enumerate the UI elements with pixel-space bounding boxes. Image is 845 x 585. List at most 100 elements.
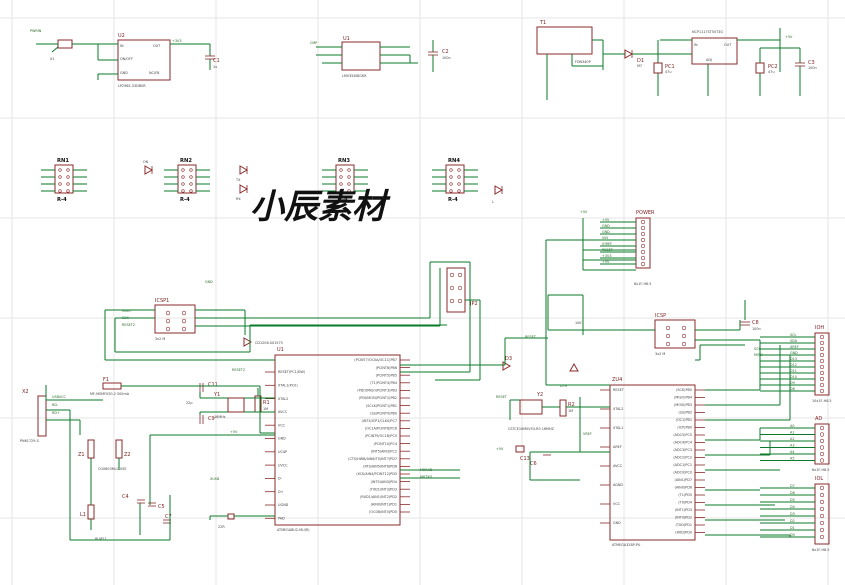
pin-net: D4 bbox=[790, 505, 795, 509]
ioh-header: IOH 10x1F-H8.5 bbox=[812, 325, 832, 403]
pin-label: (AIN0)PD6 bbox=[675, 486, 692, 490]
part-value: 8x1F-H8.5 bbox=[634, 282, 651, 286]
pin-net: +5V bbox=[602, 218, 610, 222]
led-label: ON bbox=[143, 160, 149, 164]
part-value: M7 bbox=[637, 64, 642, 68]
part-value: 47u bbox=[768, 70, 774, 74]
net-label: MISO bbox=[122, 309, 131, 313]
pin-net: A5 bbox=[790, 457, 794, 461]
watermark: 小辰素材 bbox=[250, 187, 391, 227]
pin-net: GND bbox=[790, 351, 798, 355]
pin-label: (AIN0/INT1)PD1 bbox=[371, 503, 397, 507]
part-value: 10K bbox=[575, 321, 582, 325]
net-label: RESET bbox=[525, 335, 537, 339]
part-ref: C4 bbox=[122, 494, 129, 500]
net-label: XUSB bbox=[210, 477, 220, 481]
pin-label: UGND bbox=[278, 503, 289, 507]
part-ref: IOH bbox=[815, 325, 824, 331]
part-value: CG0603MLC-05E bbox=[98, 467, 127, 471]
pin-net: D0 bbox=[790, 533, 795, 537]
part-ref: D3 bbox=[505, 356, 512, 362]
pin-label: (PCINT5)PB5 bbox=[376, 373, 397, 377]
net-label: +5V bbox=[496, 447, 504, 451]
pin-label: (ADC0)PC0 bbox=[673, 471, 692, 475]
part-value: LMV358IDGKR bbox=[342, 74, 367, 78]
regulator-u2: U2 IN ON/OFF GND OUT NC/FB LP2985-33DBVR… bbox=[97, 33, 220, 88]
pin-net: D3 bbox=[790, 512, 795, 516]
part-ref: POWER bbox=[636, 210, 655, 216]
part-value: NCP1117ST50T3G bbox=[692, 30, 723, 34]
pin-net: A1 bbox=[790, 431, 794, 435]
part-value: 3x2 M bbox=[655, 352, 665, 356]
part-value: 10x1F-H8.5 bbox=[812, 399, 832, 403]
part-ref: Z1 bbox=[78, 452, 85, 458]
pack-ref: RN4 bbox=[448, 158, 460, 164]
pin-label: (PCINT7/OC0A/OC1C)PB7 bbox=[354, 358, 397, 362]
pin-label: (SCLK/PCINT1)PB1 bbox=[366, 404, 397, 408]
pin-label: XTAL1(PC0) bbox=[278, 384, 298, 388]
pin-label: XTAL2 bbox=[278, 397, 288, 401]
pin-net: D7 bbox=[790, 484, 795, 488]
pin-label: ADJ bbox=[706, 58, 712, 62]
pin-net: AREF bbox=[790, 345, 799, 349]
part-ref: C7 bbox=[165, 514, 172, 520]
regulator-5v: D1 M7 PC1 47u IN OUT ADJ NCP1117ST50T3G … bbox=[603, 28, 817, 96]
net-label: RESET2 bbox=[232, 368, 245, 372]
part-value: 22R bbox=[218, 525, 225, 529]
pin-label: NC/FB bbox=[149, 71, 160, 75]
part-value: 1M bbox=[263, 407, 268, 411]
pin-net: D6 bbox=[790, 491, 795, 495]
pin-label: XTAL1 bbox=[613, 426, 623, 430]
comparator-u3: U1 LMV358IDGKR CMP C2 100n bbox=[310, 36, 451, 78]
pin-label: (OC1)PB1 bbox=[676, 418, 692, 422]
pin-label: (T1/PCINT4)PB4 bbox=[370, 381, 397, 385]
jp2-header: JP2 bbox=[446, 267, 478, 313]
pin-net: +3V3 bbox=[602, 254, 611, 258]
pin-label: AGND bbox=[613, 483, 623, 487]
mcu-u1: U1 ATMEGA8U2-MU(R) RESET(PC1/DW)XTAL1(PC… bbox=[265, 347, 410, 532]
pin-net: GND bbox=[602, 230, 610, 234]
pin-net: D13 bbox=[790, 357, 797, 361]
net-label: DTR bbox=[560, 384, 568, 388]
part-value: BLM21 bbox=[95, 537, 106, 541]
part-value: 1u bbox=[213, 65, 217, 69]
part-ref: IOL bbox=[815, 476, 823, 482]
net-label: RD+ bbox=[52, 411, 60, 415]
pin-net: D1 bbox=[790, 526, 795, 530]
part-value: ATMEGA8U2-MU(R) bbox=[277, 528, 310, 532]
pin-label: (INT4/ICP1/CLK0)PC7 bbox=[362, 419, 397, 423]
pack-ref: RN3 bbox=[338, 158, 350, 164]
pin-label: (TXD1/INT3)PD3 bbox=[369, 487, 397, 491]
pin-label: (AIN1)PD7 bbox=[675, 478, 692, 482]
part-value: ATMEGA328P-PU bbox=[612, 543, 641, 547]
pin-net: +5V bbox=[602, 260, 610, 264]
pin-label: D- bbox=[278, 477, 283, 481]
pin-net: D9 bbox=[790, 381, 795, 385]
pin-label: (INT5/AIN3)PD4 bbox=[371, 480, 397, 484]
net-label: RD- bbox=[52, 403, 59, 407]
power-jack: PWRIN X1 bbox=[30, 29, 98, 61]
part-ref: R2 bbox=[568, 402, 575, 408]
net-label: CMP bbox=[310, 41, 317, 45]
led-label: RX bbox=[236, 197, 241, 201]
pack-value: R-4 bbox=[57, 197, 67, 203]
part-ref: Y1 bbox=[213, 392, 220, 398]
pin-label: PAD bbox=[278, 517, 285, 521]
part-value: CD1206-S01575 bbox=[255, 341, 283, 345]
pin-label: (RXD1/AIN1/INT2)PD2 bbox=[360, 495, 397, 499]
pin-net: D10 bbox=[790, 375, 797, 379]
part-ref: C8 bbox=[752, 320, 759, 326]
pin-net: A0 bbox=[790, 424, 794, 428]
pack-ref: RN1 bbox=[57, 158, 69, 164]
pin-label: IN bbox=[120, 44, 124, 48]
part-ref: U1 bbox=[343, 36, 350, 42]
led-label: L bbox=[492, 200, 494, 204]
pin-label: D+ bbox=[278, 490, 284, 494]
part-ref: C2 bbox=[442, 49, 449, 55]
part-ref: C13 bbox=[520, 456, 530, 462]
part-ref: L1 bbox=[80, 512, 86, 518]
pin-label: XTAL2 bbox=[613, 407, 623, 411]
pin-net: GND bbox=[602, 224, 610, 228]
